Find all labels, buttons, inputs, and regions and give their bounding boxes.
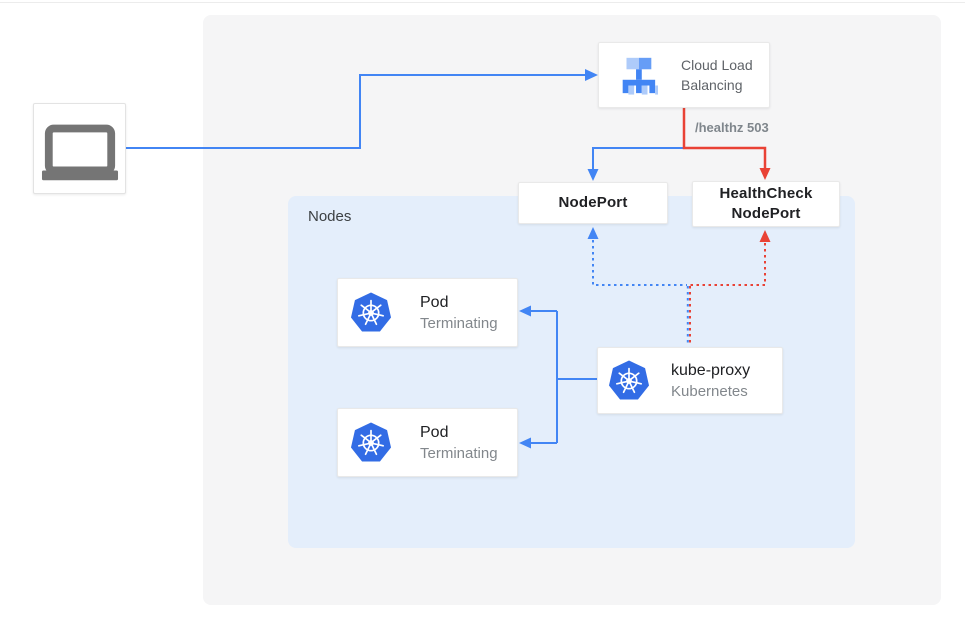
cloud-load-balancing-label: Cloud Load Balancing: [681, 57, 753, 93]
pod-node-2: Pod Terminating: [337, 408, 518, 477]
healthcheck-nodeport-node: HealthCheck NodePort: [692, 181, 840, 227]
pod-title: Pod: [420, 293, 449, 311]
healthcheck-nodeport-label: HealthCheck NodePort: [719, 185, 813, 222]
kubernetes-icon: [350, 291, 392, 332]
pod-node-1: Pod Terminating: [337, 278, 518, 347]
client-node: [33, 103, 126, 194]
laptop-icon: [41, 124, 118, 180]
kube-proxy-title: kube-proxy: [671, 361, 751, 379]
cloud-load-balancing-node: Cloud Load Balancing: [598, 42, 770, 108]
kubernetes-icon: [350, 421, 392, 462]
healthz-status-label: /healthz 503: [695, 120, 769, 135]
pod-status: Terminating: [420, 444, 498, 462]
kube-proxy-node: kube-proxy Kubernetes: [597, 347, 783, 414]
kubernetes-icon: [608, 359, 650, 400]
pod-status: Terminating: [420, 314, 498, 332]
nodeport-label: NodePort: [558, 194, 628, 211]
kube-proxy-subtitle: Kubernetes: [671, 382, 748, 400]
window-top-divider: [0, 2, 965, 3]
nodeport-node: NodePort: [518, 182, 668, 224]
pod-title: Pod: [420, 423, 449, 441]
nodes-group-label: Nodes: [308, 208, 352, 225]
cloud-load-balancing-icon: [622, 57, 658, 95]
